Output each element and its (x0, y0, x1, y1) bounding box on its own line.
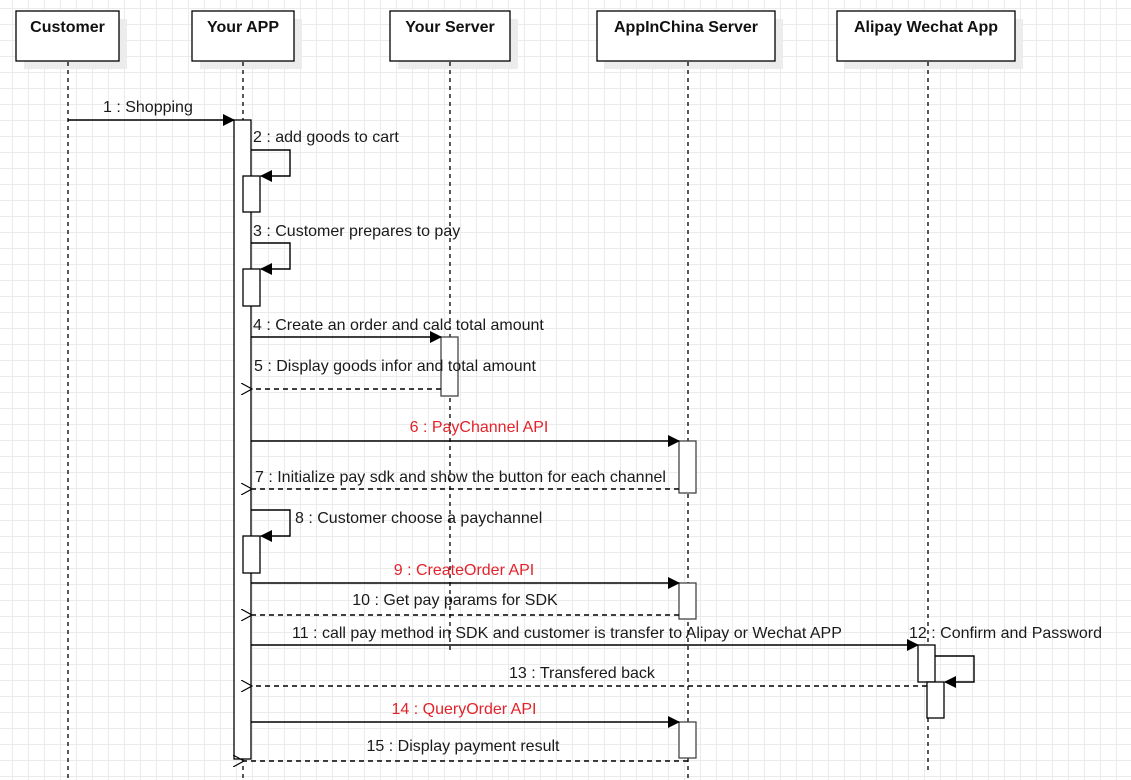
message-label-15: 15 : Display payment result (367, 738, 561, 755)
message-label-11: 11 : call pay method in SDK and customer… (292, 625, 842, 642)
message-label-9: 9 : CreateOrder API (394, 562, 535, 579)
activation-pay-11 (917, 644, 936, 683)
message-label-10: 10 : Get pay params for SDK (352, 592, 558, 609)
message-arrow-8 (251, 509, 291, 542)
activation-app-3 (242, 268, 261, 307)
activation-aic-14 (678, 721, 697, 759)
message-arrow-12 (935, 655, 975, 688)
participant-label: Alipay Wechat App (854, 19, 998, 36)
participant-label: Your APP (207, 19, 279, 36)
message-label-4: 4 : Create an order and calc total amoun… (253, 317, 544, 334)
participant-label: Customer (30, 19, 105, 36)
message-label-12: 12 : Confirm and Password (909, 625, 1102, 642)
activation-app-8 (242, 535, 261, 574)
message-arrow-3 (251, 242, 291, 275)
message-label-1: 1 : Shopping (103, 99, 193, 116)
message-label-13: 13 : Transfered back (509, 665, 656, 682)
message-label-6: 6 : PayChannel API (410, 419, 549, 436)
participant-your-server[interactable]: Your Server (389, 10, 518, 69)
participant-customer[interactable]: Customer (15, 10, 127, 69)
participant-alipay-wechat-app[interactable]: Alipay Wechat App (836, 10, 1023, 69)
activation-server-4 (440, 336, 459, 397)
message-label-5: 5 : Display goods infor and total amount (254, 358, 537, 375)
message-label-2: 2 : add goods to cart (253, 129, 399, 146)
activation-aic-9 (678, 582, 697, 620)
activation-app-main (233, 119, 252, 760)
message-label-7: 7 : Initialize pay sdk and show the butt… (255, 469, 666, 486)
activation-app-2 (242, 175, 261, 213)
participant-label: AppInChina Server (614, 19, 758, 36)
participant-label: Your Server (405, 19, 495, 36)
message-arrow-2 (251, 149, 291, 182)
message-label-14: 14 : QueryOrder API (392, 701, 537, 718)
activation-aic-6 (678, 440, 697, 494)
activation-pay-12 (926, 681, 945, 719)
message-label-8: 8 : Customer choose a paychannel (295, 510, 542, 527)
participant-your-app[interactable]: Your APP (191, 10, 302, 69)
participant-appinchina-server[interactable]: AppInChina Server (596, 10, 783, 69)
message-label-3: 3 : Customer prepares to pay (253, 223, 460, 240)
